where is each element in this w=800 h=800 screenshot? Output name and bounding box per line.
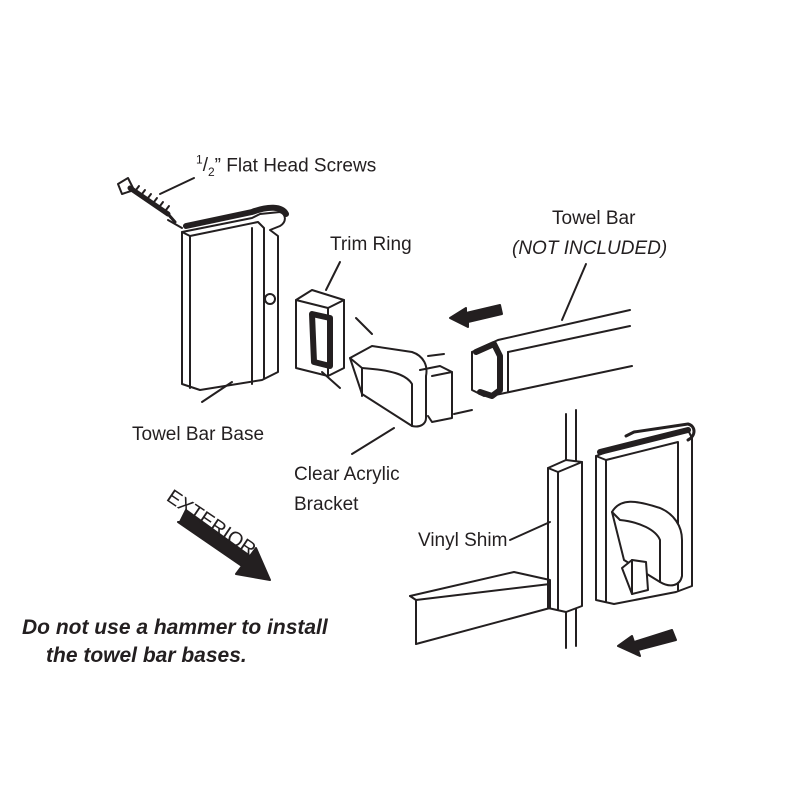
- vinyl-shim-leader: [509, 521, 551, 541]
- arrow-left-icon-2: [617, 629, 677, 657]
- towel-bar: [471, 309, 633, 399]
- installed-towel-bar-base: [595, 422, 696, 605]
- not-included-label: (NOT INCLUDED): [512, 238, 668, 259]
- screw-leader: [159, 177, 195, 195]
- warning-line-2: the towel bar bases.: [46, 643, 247, 667]
- bracket-label-line1: Clear Acrylic: [294, 464, 400, 485]
- towel-bar-base: [181, 204, 289, 391]
- bottom-towel-bar: [409, 571, 551, 645]
- screw-leader-2: [167, 219, 183, 229]
- flat-head-screw: [117, 177, 177, 224]
- arrow-left-icon: [449, 304, 503, 328]
- bracket-leader: [351, 427, 395, 455]
- base-leader: [201, 381, 233, 403]
- towel-bar-base-label: Towel Bar Base: [132, 424, 265, 445]
- vinyl-shim: [547, 459, 583, 613]
- trim-ring-leader: [325, 261, 341, 291]
- trim-ring: [295, 289, 345, 377]
- trim-ring-label: Trim Ring: [330, 234, 412, 255]
- screws-label: 1/2” Flat Head Screws: [196, 153, 377, 180]
- hammer-warning: Do not use a hammer to install the towel…: [22, 614, 328, 670]
- exterior-arrow-icon: [177, 509, 271, 581]
- vinyl-shim-label: Vinyl Shim: [418, 530, 508, 551]
- towel-bar-label: Towel Bar: [552, 208, 636, 229]
- warning-line-1: Do not use a hammer to install: [22, 616, 328, 639]
- clear-acrylic-bracket: [349, 345, 453, 428]
- towel-bar-leader: [561, 263, 587, 321]
- bracket-label-line2: Bracket: [294, 494, 359, 515]
